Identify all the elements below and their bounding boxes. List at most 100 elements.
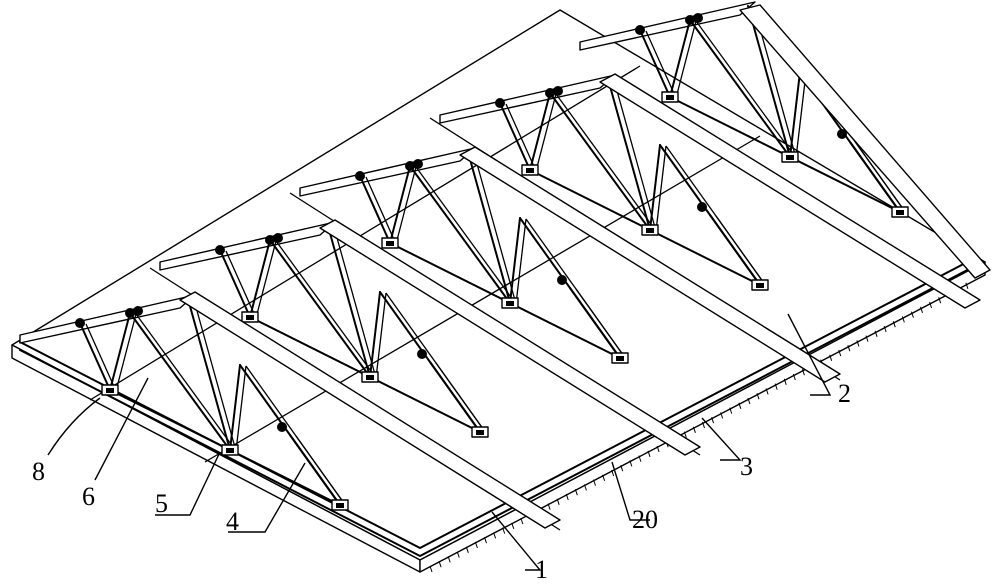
serration-tick — [883, 325, 887, 333]
serration-tick — [729, 407, 733, 414]
web-member-edge — [675, 20, 697, 99]
serration-tick — [856, 340, 860, 347]
node-bolt — [265, 235, 275, 245]
node-bolt — [837, 129, 847, 139]
serration-tick — [602, 474, 606, 481]
web-member-edge — [365, 176, 397, 245]
web-member — [389, 165, 411, 244]
serration-tick — [938, 297, 942, 304]
web-member-edge — [225, 250, 257, 319]
serration-tick — [611, 469, 615, 477]
serration-tick — [801, 369, 805, 376]
web-member — [327, 225, 371, 378]
label-6: 6 — [82, 482, 95, 511]
leader-4 — [228, 462, 306, 533]
web-member-edge — [135, 313, 237, 452]
node-bolt — [693, 13, 703, 23]
node-bolt — [553, 86, 563, 96]
serration-tick — [547, 503, 551, 510]
web-member — [359, 175, 391, 244]
web-member — [499, 102, 531, 171]
serration-tick — [656, 445, 660, 453]
web-member — [467, 151, 511, 304]
serration-tick — [829, 354, 833, 361]
web-member-edge — [415, 166, 517, 305]
serration-tick — [447, 556, 451, 563]
serration-tick — [865, 335, 869, 342]
gusset-bolt — [646, 228, 654, 233]
web-member-edge — [695, 20, 797, 159]
label-2: 2 — [838, 379, 851, 408]
web-member — [369, 291, 381, 378]
base-slab — [11, 9, 986, 573]
serration-tick — [838, 349, 842, 357]
gusset-bolt — [506, 301, 514, 306]
node-bolt — [557, 275, 567, 285]
serration-tick — [647, 450, 651, 457]
node-bolt — [635, 25, 645, 35]
web-member — [409, 165, 511, 304]
serration-tick — [465, 546, 469, 553]
label-8: 8 — [32, 457, 45, 486]
serration-tick — [502, 527, 506, 534]
node-bolt — [75, 318, 85, 328]
truss — [159, 221, 489, 438]
serration-tick — [711, 417, 715, 424]
web-member — [187, 298, 231, 451]
web-member-edge — [473, 152, 517, 305]
serration-tick — [520, 517, 524, 525]
web-member-edge — [85, 323, 117, 392]
gusset-bolt — [246, 315, 254, 320]
web-member — [79, 322, 111, 391]
serration-tick — [720, 412, 724, 419]
node-bolt — [417, 349, 427, 359]
truss-group — [19, 1, 909, 511]
node-bolt — [215, 245, 225, 255]
node-bolt — [405, 161, 415, 171]
leader-1 — [491, 511, 542, 571]
web-member — [669, 19, 691, 98]
web-member — [639, 29, 671, 98]
web-member-edge — [275, 240, 377, 379]
gusset-bolt — [666, 95, 674, 100]
label-20: 20 — [632, 505, 658, 534]
web-member — [747, 5, 791, 158]
gusset-bolt — [756, 283, 764, 288]
gusset-bolt — [226, 448, 234, 453]
web-member — [249, 239, 271, 318]
serration-tick — [593, 479, 596, 486]
serration-tick — [583, 484, 587, 491]
serration-tick — [484, 537, 487, 544]
web-member — [509, 217, 521, 304]
web-member-edge — [555, 93, 657, 232]
gusset-bolt — [786, 155, 794, 160]
gusset-bolt — [476, 430, 484, 435]
leader-8 — [47, 397, 101, 456]
web-member — [229, 364, 241, 451]
serration-tick — [474, 541, 478, 549]
web-member — [789, 71, 801, 158]
web-member-edge — [193, 299, 237, 452]
node-bolt — [495, 98, 505, 108]
web-member-edge — [505, 103, 537, 172]
leader-5 — [155, 451, 221, 516]
web-member-edge — [255, 240, 277, 319]
web-member-edge — [715, 215, 767, 287]
serration-tick — [574, 489, 578, 496]
truss — [439, 74, 769, 291]
serration-tick — [738, 402, 742, 409]
web-member — [219, 249, 251, 318]
serration-tick — [638, 455, 642, 462]
web-member-edge — [795, 72, 807, 159]
web-member-edge — [613, 79, 657, 232]
serration-tick — [965, 282, 969, 289]
serration-tick — [702, 421, 705, 429]
serration-tick — [620, 465, 624, 472]
web-member-edge — [575, 288, 627, 360]
serration-tick — [565, 493, 569, 501]
serration-tick — [429, 565, 433, 573]
node-bolt — [685, 15, 695, 25]
leader-lines — [47, 313, 832, 571]
serration-tick — [511, 522, 515, 529]
